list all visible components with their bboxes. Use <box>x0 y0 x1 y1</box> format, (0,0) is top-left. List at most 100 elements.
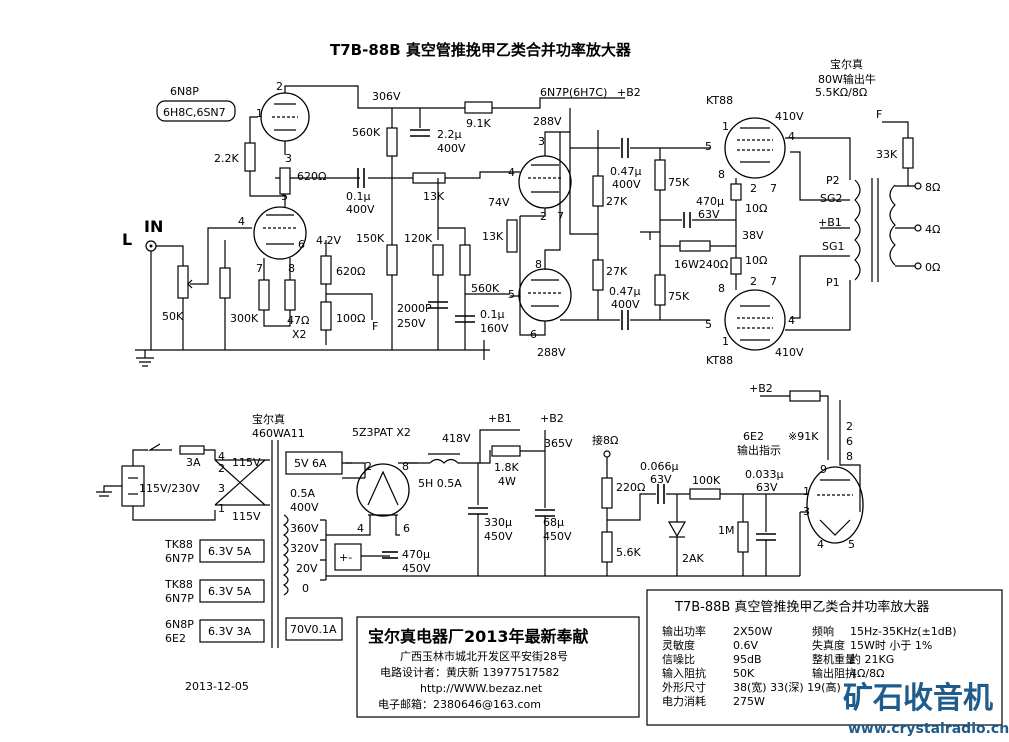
label-r: ※91K <box>788 430 819 443</box>
label-s: 5V 6A <box>294 457 327 470</box>
label-v: 115V <box>232 456 261 469</box>
label-v: 63V <box>698 208 720 221</box>
label-c: 0.1μ <box>346 190 371 203</box>
winding-heater-a <box>199 539 265 563</box>
hv-winding <box>282 514 289 596</box>
label-out: 0Ω <box>925 261 940 274</box>
label-c: 0.47μ <box>610 165 642 178</box>
tube-6n8p-bottom <box>253 206 307 260</box>
resistor-120k <box>432 244 444 276</box>
diagram-title: T7B-88B 真空管推挽甲乙类合并功率放大器 <box>330 41 632 59</box>
pin: 2 <box>365 460 372 473</box>
amplifier-section: 6N8P 6H8C,6SN7 2 1 3 4 5 6 7 8 2.2K 620Ω <box>122 57 940 367</box>
label-r: 120K <box>404 232 433 245</box>
label-v: 400V <box>612 178 641 191</box>
pin: 8 <box>846 450 853 463</box>
spec-cell: 外形尺寸 <box>662 680 706 694</box>
pin: 1 <box>803 485 810 498</box>
label-p1: P1 <box>826 276 840 289</box>
factory-website: http://WWW.bezaz.net <box>420 682 543 695</box>
pin: 6 <box>403 522 410 535</box>
pin: 4 <box>788 314 795 327</box>
label-x2: X2 <box>292 328 307 341</box>
pin: 1 <box>256 107 263 120</box>
tube-6n7p-bottom <box>518 268 572 322</box>
label-r: 620Ω <box>297 170 326 183</box>
label-h: 6N7P <box>165 592 194 605</box>
wire <box>820 395 829 460</box>
pin: 1 <box>218 502 225 515</box>
tube-filament <box>819 519 851 536</box>
watermark: 矿石收音机 www.crystalradio.cn <box>843 681 1009 737</box>
label-v: 400V <box>437 142 466 155</box>
pin: 4 <box>357 522 364 535</box>
label-h: TK88 <box>164 538 193 551</box>
label-r: 13K <box>423 190 445 203</box>
pin: 5 <box>848 538 855 551</box>
terminal-icon <box>914 224 922 232</box>
spec-cell: 275W <box>733 695 765 708</box>
label-input-equiv: 6H8C,6SN7 <box>163 106 226 119</box>
label-c: 470μ <box>402 548 430 561</box>
wiper-arrow <box>187 279 193 289</box>
watermark-en: www.crystalradio.cn <box>848 721 1009 737</box>
resistor-560k-b <box>459 244 471 276</box>
label-c: 0.033μ <box>745 468 784 481</box>
label-c: 330μ <box>484 516 512 529</box>
tube-6n7p-top <box>518 155 572 209</box>
factory-email: 电子邮箱：2380646@163.com <box>378 697 541 711</box>
watermark-cn: 矿石收音机 <box>843 681 993 716</box>
label-c: 470μ <box>696 195 724 208</box>
pin: 4 <box>238 215 245 228</box>
pin: 1 <box>722 335 729 348</box>
pin: 3 <box>538 135 545 148</box>
label-ot-imp: 5.5KΩ/8Ω <box>815 86 867 99</box>
label-s: 360V <box>290 522 319 535</box>
spec-cell: 电力消耗 <box>662 694 706 708</box>
label-indicator-tube: 6E2 <box>743 430 764 443</box>
label-v: 365V <box>544 437 573 450</box>
resistor-150k <box>386 244 398 276</box>
label-f: F <box>372 320 378 333</box>
spec-box-frame <box>646 589 1003 726</box>
label-v: 400V <box>611 298 640 311</box>
label-ot-brand: 宝尔真 <box>830 57 863 71</box>
factory-designer: 电路设计者：黄庆新 13977517582 <box>380 665 559 679</box>
pin: 8 <box>402 460 409 473</box>
terminal-icon <box>603 450 611 458</box>
pin: 2 <box>750 275 757 288</box>
label-r: 9.1K <box>466 117 491 130</box>
label-kt88-top: KT88 <box>706 94 733 107</box>
label-v: 38V <box>742 229 764 242</box>
label-v: 115V <box>232 510 261 523</box>
primary-cross <box>214 459 266 506</box>
label-input-tube: 6N8P <box>170 85 199 98</box>
factory-address: 广西玉林市城北开发区平安街28号 <box>400 649 568 663</box>
label-v: 450V <box>402 562 431 575</box>
wire <box>882 121 909 138</box>
pin: 4 <box>218 450 225 463</box>
winding-70v <box>285 617 343 641</box>
pin: 1 <box>722 120 729 133</box>
spec-cell: 4Ω/8Ω <box>850 667 885 680</box>
label-out: 8Ω <box>925 181 940 194</box>
label-v: 63V <box>650 473 672 486</box>
label-ot-spec: 80W输出牛 <box>818 72 876 86</box>
pin: 9 <box>820 463 827 476</box>
resistor-47a <box>258 279 270 311</box>
resistor-2k2 <box>244 142 256 172</box>
label-date: 2013-12-05 <box>185 680 249 693</box>
label-v: 400V <box>346 203 375 216</box>
resistor-33k <box>902 137 914 169</box>
factory-name: 宝尔真电器厂2013年最新奉献 <box>368 627 589 646</box>
label-b1: +B1 <box>488 412 512 425</box>
label-f2: F <box>876 108 882 121</box>
label-v: 63V <box>756 481 778 494</box>
pin: 4 <box>788 130 795 143</box>
pin: 5 <box>705 318 712 331</box>
label-sg2: SG2 <box>820 192 843 205</box>
wire <box>345 462 366 478</box>
label-b2: +B2 <box>617 86 641 99</box>
spec-cell: 输出功率 <box>662 624 706 638</box>
